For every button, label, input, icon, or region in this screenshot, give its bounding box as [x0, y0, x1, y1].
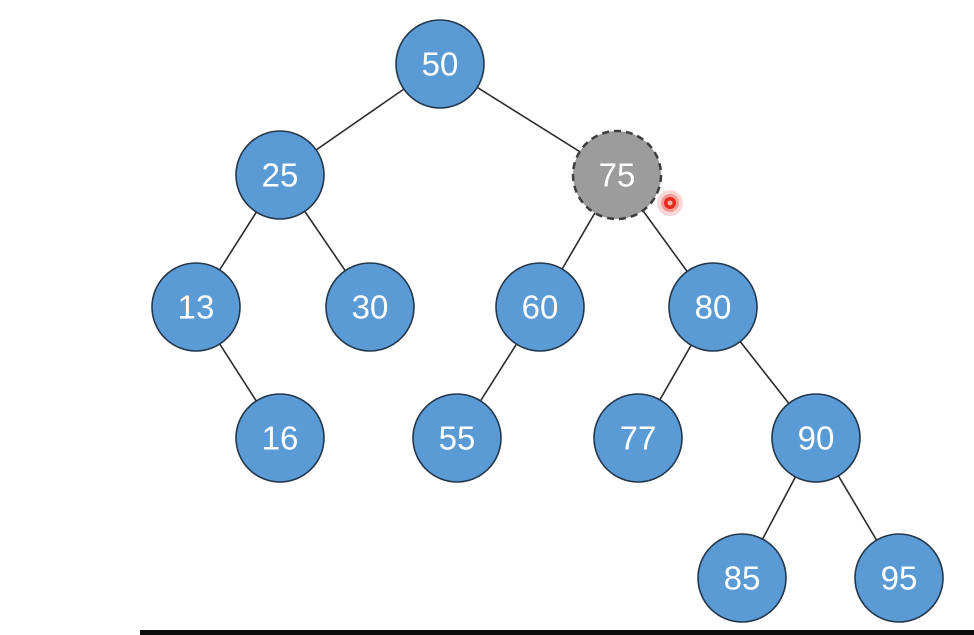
node-label-60: 60: [522, 289, 559, 326]
tree-node-25: 25: [235, 130, 325, 220]
tree-node-13: 13: [151, 262, 241, 352]
node-circle-55: [412, 393, 502, 483]
node-label-80: 80: [695, 289, 732, 326]
laser-pointer-cursor: [657, 190, 683, 216]
node-circle-60: [495, 262, 585, 352]
bottom-edge-bar: [140, 630, 974, 635]
tree-node-80: 80: [668, 262, 758, 352]
tree-node-16: 16: [235, 393, 325, 483]
tree-node-75: 75: [571, 129, 663, 221]
tree-node-60: 60: [495, 262, 585, 352]
tree-node-95: 95: [854, 533, 944, 623]
node-circle-13: [151, 262, 241, 352]
node-label-85: 85: [724, 560, 761, 597]
laser-pointer-glow: [667, 200, 673, 206]
node-label-95: 95: [881, 560, 918, 597]
node-circle-95: [854, 533, 944, 623]
node-label-77: 77: [620, 420, 657, 457]
node-label-50: 50: [422, 46, 459, 83]
node-circle-75: [571, 129, 663, 221]
node-circle-85: [697, 533, 787, 623]
node-label-25: 25: [262, 157, 299, 194]
tree-node-90: 90: [771, 393, 861, 483]
node-label-55: 55: [439, 420, 476, 457]
node-label-13: 13: [178, 289, 215, 326]
tree-node-55: 55: [412, 393, 502, 483]
node-label-75: 75: [599, 157, 636, 194]
node-circle-30: [325, 262, 415, 352]
node-label-90: 90: [798, 420, 835, 457]
node-circle-90: [771, 393, 861, 483]
node-circle-77: [593, 393, 683, 483]
tree-node-77: 77: [593, 393, 683, 483]
tree-node-85: 85: [697, 533, 787, 623]
node-label-16: 16: [262, 420, 299, 457]
node-circle-25: [235, 130, 325, 220]
node-circle-50: [395, 19, 485, 109]
node-label-30: 30: [352, 289, 389, 326]
tree-node-50: 50: [395, 19, 485, 109]
node-circle-16: [235, 393, 325, 483]
tree-node-30: 30: [325, 262, 415, 352]
node-circle-80: [668, 262, 758, 352]
